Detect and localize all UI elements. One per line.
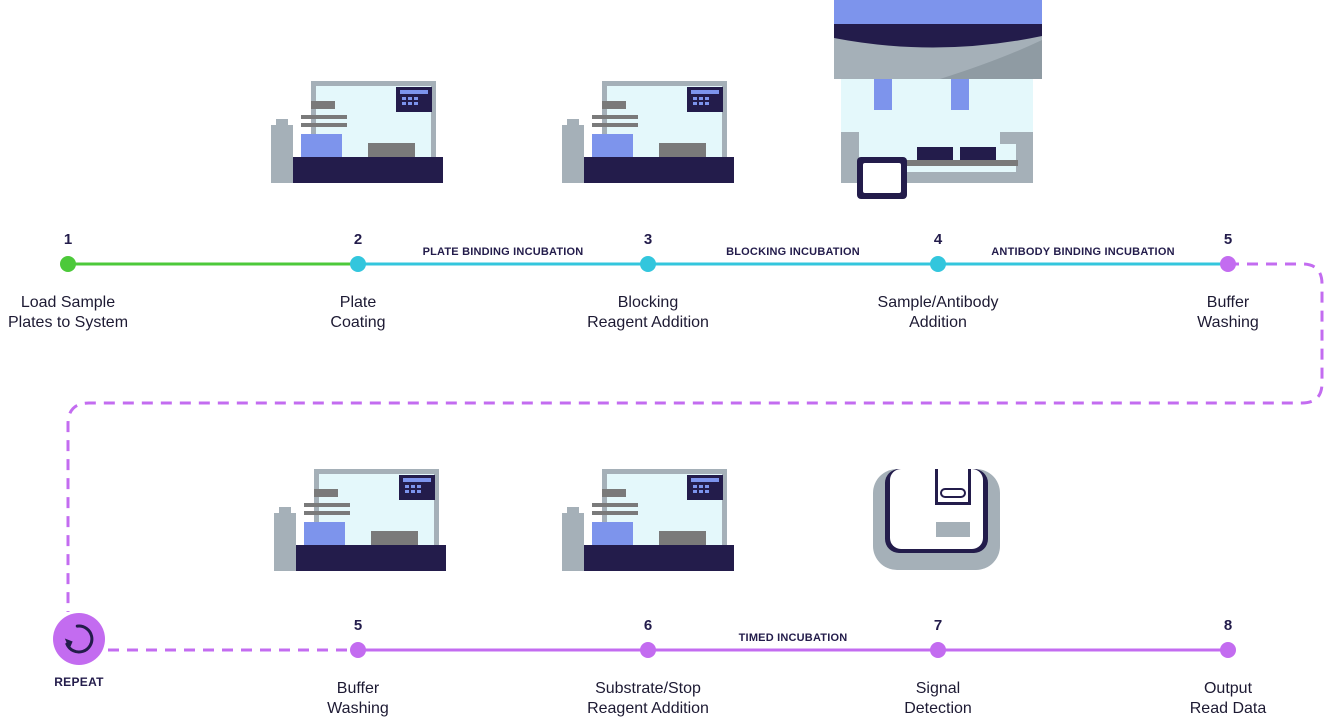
step-number: 5 <box>1224 231 1232 248</box>
step-number: 6 <box>644 617 652 634</box>
step-node <box>60 256 76 272</box>
step-label: Sample/Antibody <box>878 294 999 311</box>
step-label: Buffer <box>337 680 380 697</box>
step-label: Washing <box>327 700 389 717</box>
step-number: 8 <box>1224 617 1232 634</box>
plate-washer-illustration <box>834 0 1042 199</box>
step-label: Coating <box>330 314 385 331</box>
step-label: Read Data <box>1190 700 1267 717</box>
step-label: Reagent Addition <box>587 700 709 717</box>
step-label: Washing <box>1197 314 1259 331</box>
step-node <box>640 256 656 272</box>
step-label: Buffer <box>1207 294 1250 311</box>
incubation-label: ANTIBODY BINDING INCUBATION <box>991 246 1174 258</box>
step-node <box>350 256 366 272</box>
step-number: 5 <box>354 617 362 634</box>
loop-connector <box>66 262 1324 612</box>
row1-incubation-labels: PLATE BINDING INCUBATION BLOCKING INCUBAT… <box>423 246 1175 258</box>
repeat-icon <box>64 624 94 654</box>
step-number: 1 <box>64 231 72 248</box>
step-label: Reagent Addition <box>587 314 709 331</box>
row2-incubation-labels: TIMED INCUBATION <box>739 632 848 644</box>
plate-reader-illustration <box>872 468 1001 571</box>
step-label: Addition <box>909 314 967 331</box>
step-label: Blocking <box>618 294 678 311</box>
step-number: 3 <box>644 231 652 248</box>
liquid-handler-illustration <box>271 81 443 183</box>
incubation-label: TIMED INCUBATION <box>739 632 848 644</box>
incubation-label: PLATE BINDING INCUBATION <box>423 246 584 258</box>
liquid-handler-illustration <box>562 81 734 183</box>
repeat-badge: REPEAT <box>53 613 105 689</box>
step-node <box>1220 256 1236 272</box>
step-label: Output <box>1204 680 1253 697</box>
step-node <box>640 642 656 658</box>
step-number: 7 <box>934 617 942 634</box>
step-label: Plates to System <box>8 314 128 331</box>
step-number: 2 <box>354 231 362 248</box>
step-number: 4 <box>934 231 943 248</box>
step-label: Plate <box>340 294 377 311</box>
liquid-handler-illustration <box>562 469 734 571</box>
step-node <box>930 642 946 658</box>
step-node <box>350 642 366 658</box>
liquid-handler-illustration <box>274 469 446 571</box>
step-node <box>930 256 946 272</box>
incubation-label: BLOCKING INCUBATION <box>726 246 860 258</box>
step-node <box>1220 642 1236 658</box>
step-label: Signal <box>916 680 960 697</box>
step-label: Substrate/Stop <box>595 680 701 697</box>
step-label: Detection <box>904 700 972 717</box>
step-label: Load Sample <box>21 294 115 311</box>
repeat-label: REPEAT <box>54 675 104 689</box>
